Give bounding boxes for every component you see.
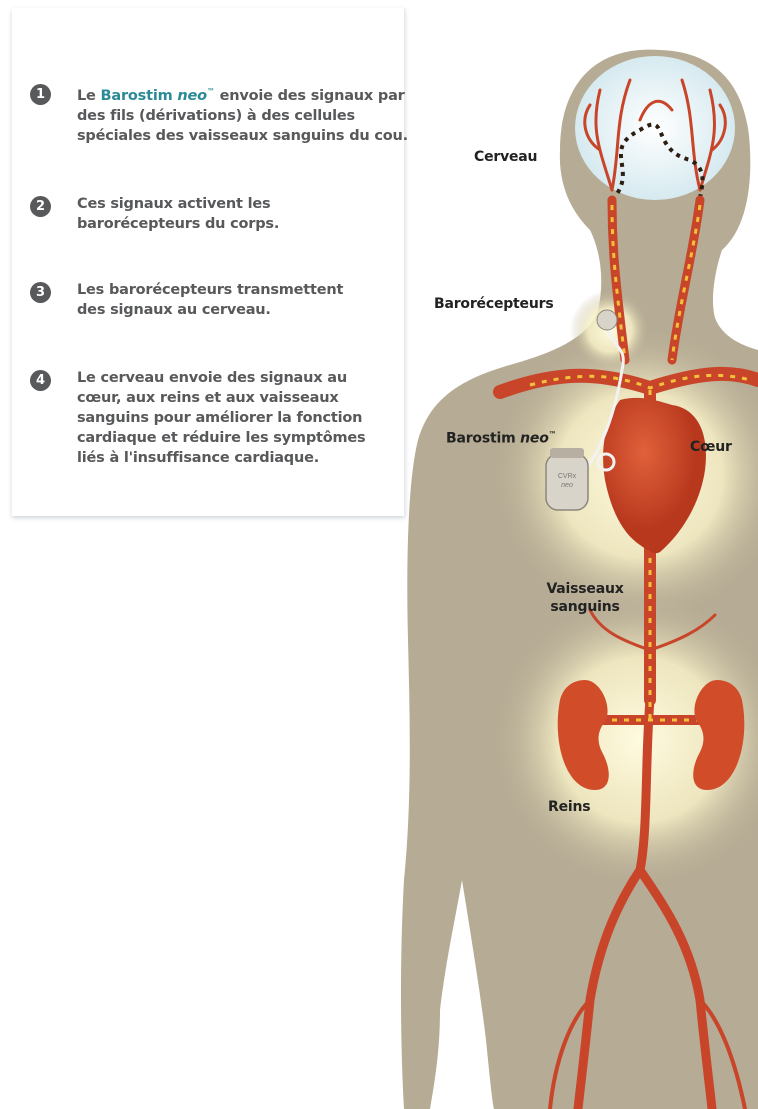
step-number: 2 <box>30 196 51 217</box>
step-number: 4 <box>30 370 51 391</box>
label-cerveau: Cerveau <box>474 148 537 166</box>
barostim-device-header <box>550 448 584 458</box>
step-number: 1 <box>30 84 51 105</box>
brain <box>575 56 735 200</box>
step-text: Les barorécepteurs transmettent des sign… <box>77 280 367 320</box>
label-coeur: Cœur <box>690 438 732 456</box>
label-barostim: Barostim neo™ <box>446 426 556 448</box>
step-text: Le Barostim neo™ envoie des signaux par … <box>77 82 417 146</box>
step-number: 3 <box>30 282 51 303</box>
label-vaisseaux: Vaisseaux sanguins <box>525 580 645 616</box>
label-reins: Reins <box>548 798 590 816</box>
label-barorecepteurs: Barorécepteurs <box>434 295 553 313</box>
baroreceptor-target <box>597 310 617 330</box>
step-text: Le cerveau envoie des signaux au cœur, a… <box>77 368 377 468</box>
step-text: Ces signaux activent les barorécepteurs … <box>77 194 307 234</box>
barostim-brand: Barostim neo™ <box>101 88 215 104</box>
device-label-line2: neo <box>561 482 573 489</box>
device-label-line1: CVRx <box>558 473 577 480</box>
